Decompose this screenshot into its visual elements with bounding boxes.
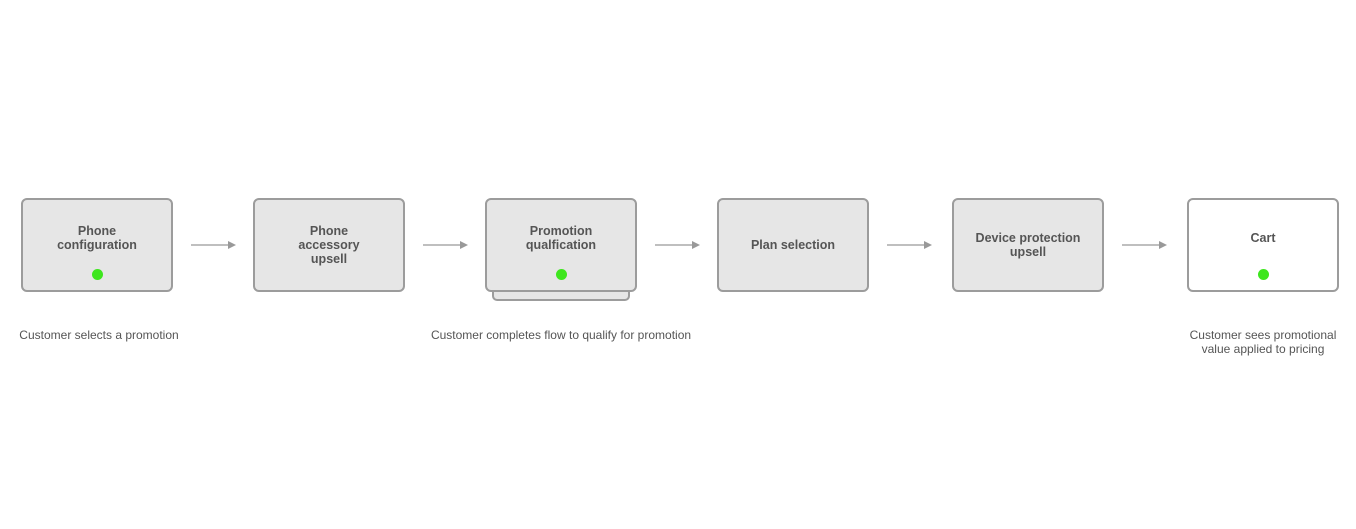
step-label: Phone accessory upsell — [298, 224, 360, 266]
caption-promotional-pricing: Customer sees promotional value applied … — [1189, 328, 1337, 356]
flow-arrow-icon — [887, 241, 932, 249]
step-label: Phone configuration — [57, 224, 137, 252]
status-dot — [1257, 269, 1269, 280]
step-phone-accessory-upsell[interactable]: Phone accessory upsell — [253, 198, 405, 292]
flow-arrow-icon — [655, 241, 700, 249]
status-dot — [555, 269, 567, 280]
step-label: Promotion qualfication — [525, 224, 597, 252]
flow-arrow-icon — [1122, 241, 1167, 249]
step-label: Cart — [1250, 231, 1276, 245]
step-device-protection-upsell[interactable]: Device protection upsell — [952, 198, 1104, 292]
step-plan-selection[interactable]: Plan selection — [717, 198, 869, 292]
flow-arrow-icon — [191, 241, 236, 249]
step-promotion-qualification[interactable]: Promotion qualfication — [485, 198, 637, 292]
status-dot — [91, 269, 103, 280]
caption-qualify-promotion: Customer completes flow to qualify for p… — [430, 328, 692, 342]
step-label: Device protection upsell — [975, 231, 1081, 259]
step-cart[interactable]: Cart — [1187, 198, 1339, 292]
step-phone-configuration[interactable]: Phone configuration — [21, 198, 173, 292]
caption-select-promotion: Customer selects a promotion — [19, 328, 179, 342]
step-label: Plan selection — [750, 238, 836, 252]
flow-arrow-icon — [423, 241, 468, 249]
